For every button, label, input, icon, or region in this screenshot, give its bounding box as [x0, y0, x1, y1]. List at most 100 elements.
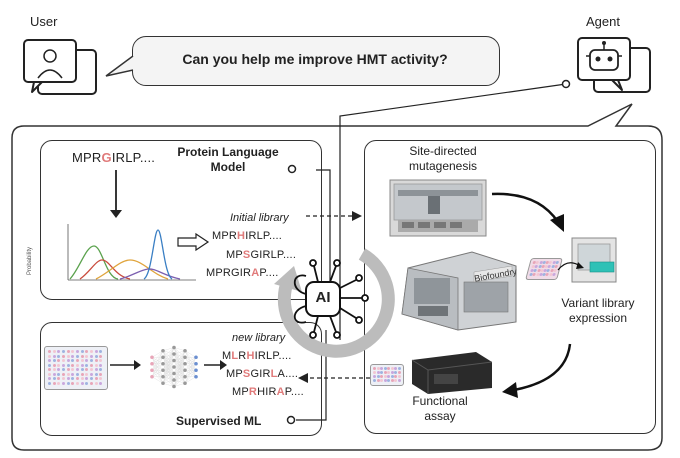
- mutated-residue: R: [248, 386, 258, 398]
- incubator-icon: [571, 237, 617, 283]
- plate-well: [85, 350, 89, 353]
- plate-well: [76, 354, 79, 358]
- plate-well: [80, 377, 84, 380]
- mutagenesis-line2: mutagenesis: [408, 159, 478, 173]
- assay-label: Functional assay: [400, 394, 480, 424]
- plate-well: [383, 375, 387, 378]
- nn-node: [150, 361, 154, 366]
- mutated-residue: S: [242, 249, 251, 261]
- plate-well: [80, 363, 84, 367]
- plate-well: [62, 363, 65, 367]
- new-variant: MLRHIRLP....: [222, 350, 291, 362]
- plate-well: [62, 350, 65, 353]
- nn-node: [161, 368, 165, 373]
- plate-well: [48, 372, 51, 376]
- plate-well: [94, 363, 98, 367]
- plate-well: [76, 359, 79, 362]
- initial-library-label: Initial library: [230, 212, 289, 224]
- new-variant: MPSGIRLA....: [226, 368, 298, 380]
- sequence-segment: R: [238, 350, 247, 362]
- plate-well: [387, 367, 390, 370]
- plate-well: [52, 363, 56, 367]
- plate-well: [94, 372, 98, 376]
- plate-well: [57, 350, 61, 353]
- initial-variant: MPSGIRLP....: [226, 249, 296, 261]
- plate-well: [48, 377, 51, 380]
- plate-well: [387, 379, 390, 382]
- plate-well: [76, 368, 79, 371]
- plate-well: [66, 363, 70, 367]
- query-text: Can you help me improve HMT activity?: [182, 51, 448, 67]
- plate-well: [90, 363, 93, 367]
- plate-well: [397, 371, 401, 374]
- liquid-handler-icon: [389, 179, 487, 237]
- plate-well: [99, 350, 103, 353]
- plate-well: [394, 367, 397, 370]
- mutated-residue: S: [242, 368, 251, 380]
- plate-well: [57, 377, 61, 380]
- plate-well: [85, 381, 89, 385]
- plm-title: Protein Language Model: [168, 145, 288, 175]
- plm-title-line2: Model: [210, 160, 246, 174]
- nn-node: [161, 374, 165, 379]
- expression-label: Variant library expression: [548, 296, 648, 326]
- plate-well: [94, 359, 98, 362]
- plate-well: [90, 377, 93, 380]
- plate-well: [71, 368, 75, 371]
- plate-well: [394, 379, 397, 382]
- nn-node: [172, 384, 176, 389]
- sequence-segment: A....: [277, 368, 299, 380]
- plate-well: [397, 367, 401, 370]
- plate-well: [99, 368, 103, 371]
- plate-well: [80, 350, 84, 353]
- plate-well: [390, 371, 394, 374]
- plate-well: [57, 359, 61, 362]
- plate-well: [394, 375, 397, 378]
- plate-well: [76, 350, 79, 353]
- neural-network-icon: [150, 345, 198, 389]
- mutated-residue: G: [101, 150, 112, 165]
- plate-well: [66, 350, 70, 353]
- plate-well: [57, 363, 61, 367]
- initial-variant: MPRHIRLP....: [212, 230, 282, 242]
- agent-robot-icon: [577, 37, 651, 93]
- plate-well: [90, 354, 93, 358]
- ml-title: Supervised ML: [176, 414, 262, 428]
- plate-well: [380, 371, 383, 374]
- sequence-segment: HIR: [257, 386, 277, 398]
- nn-node: [194, 355, 198, 360]
- plate-well: [99, 372, 103, 376]
- sequence-segment: P....: [284, 386, 304, 398]
- biofoundry-icon: [401, 251, 517, 331]
- plate-well: [71, 354, 75, 358]
- plate-well: [80, 368, 84, 371]
- plate-well: [390, 375, 394, 378]
- plate-well: [394, 371, 397, 374]
- sequence-segment: P....: [259, 267, 279, 279]
- nn-node: [183, 368, 187, 373]
- new-variant: MPRHIRAP....: [232, 386, 304, 398]
- plate-well: [52, 377, 56, 380]
- plate-well: [62, 381, 65, 385]
- plate-well: [383, 371, 387, 374]
- plate-well: [52, 359, 56, 362]
- plate-well: [383, 379, 387, 382]
- plate-well: [48, 368, 51, 371]
- nn-node: [194, 374, 198, 379]
- plate-well: [90, 350, 93, 353]
- plate-well: [48, 354, 51, 358]
- plate-well: [71, 381, 75, 385]
- sequence-segment: IRLP....: [245, 230, 283, 242]
- plate-well: [85, 354, 89, 358]
- arrow-small-icon: [557, 262, 584, 271]
- plate-well: [80, 372, 84, 376]
- plate-well: [99, 359, 103, 362]
- plate-well: [76, 377, 79, 380]
- mutagenesis-line1: Site-directed: [409, 144, 477, 158]
- plate-well: [90, 368, 93, 371]
- plate-well: [373, 367, 376, 370]
- nn-node: [161, 355, 165, 360]
- plate-well: [57, 372, 61, 376]
- plate-well: [99, 381, 103, 385]
